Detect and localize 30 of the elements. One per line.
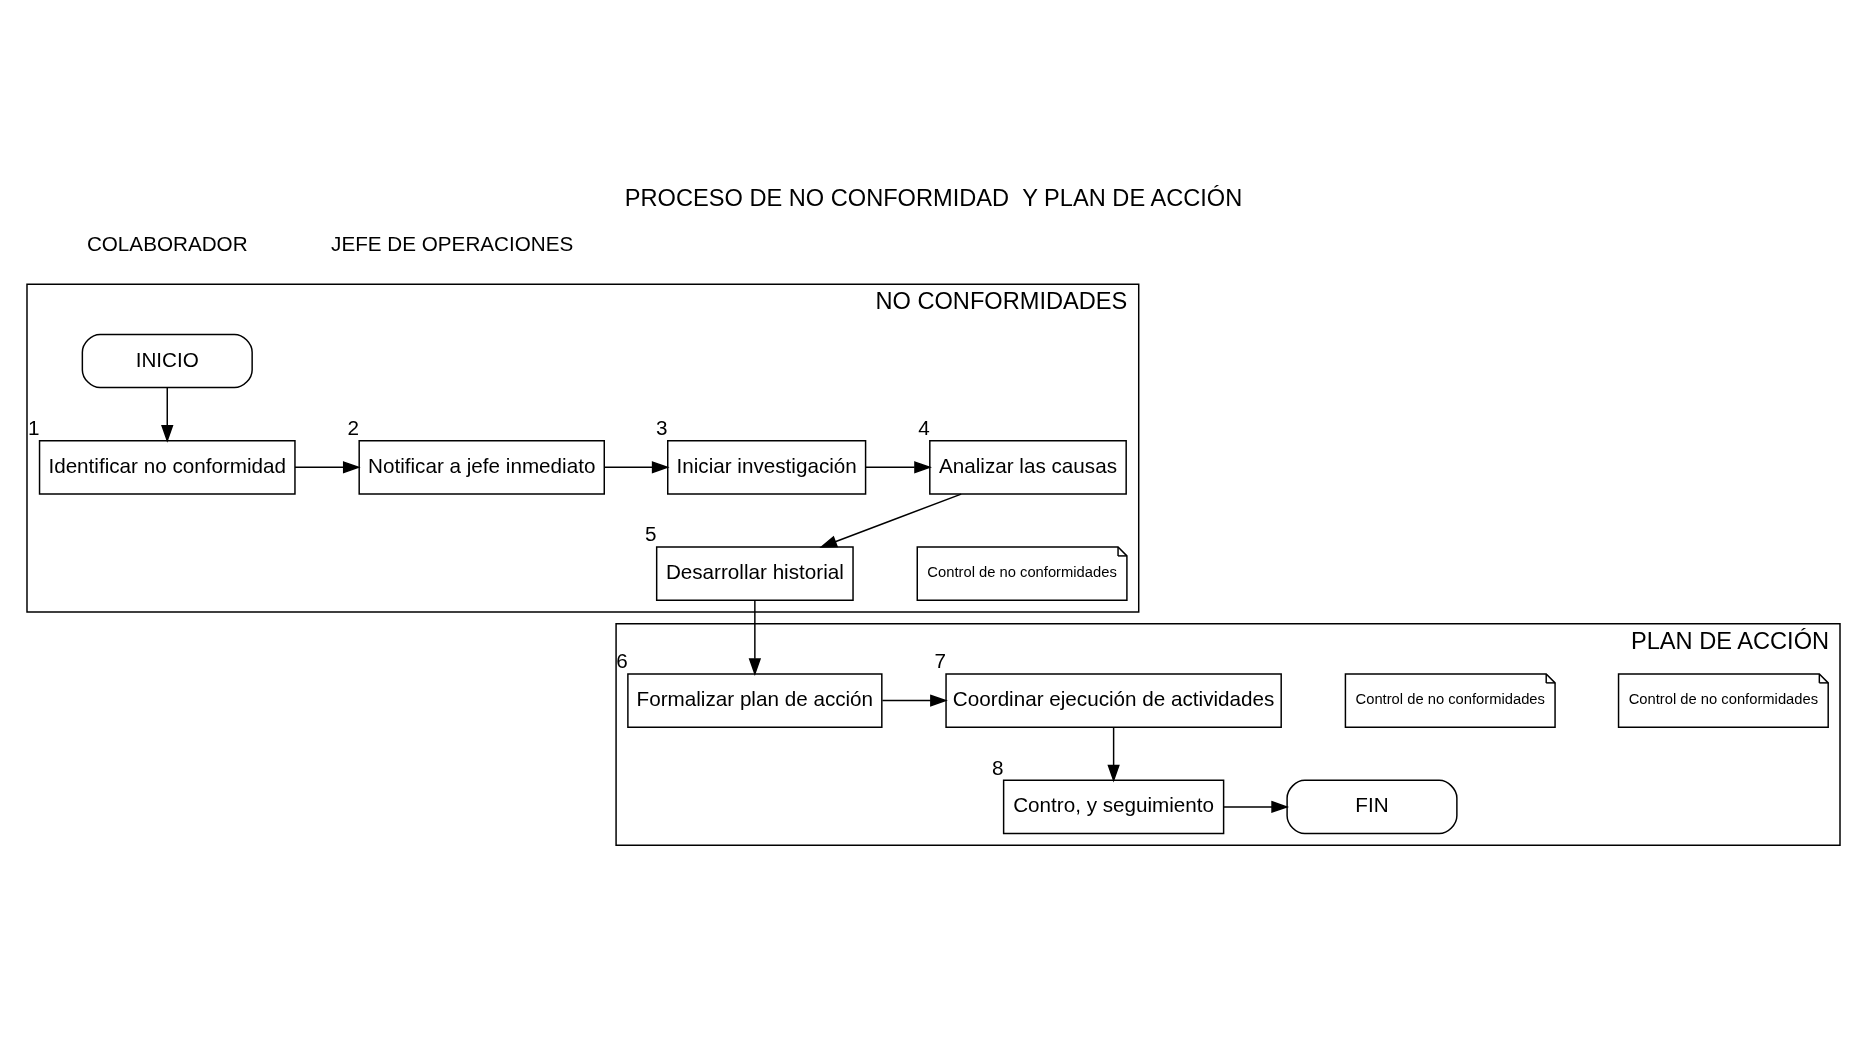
node-box: Notificar a jefe inmediato: [358, 440, 605, 495]
node-box: FIN: [1286, 779, 1458, 835]
node-label: 2: [347, 416, 360, 440]
node-label: 8: [991, 755, 1004, 779]
node-label: 1: [27, 416, 40, 440]
arrow: [864, 461, 932, 474]
node-box: Coordinar ejecución de actividades: [945, 673, 1282, 728]
node-box: Formalizar plan de acción: [627, 673, 883, 728]
node-box: INICIO: [81, 333, 253, 389]
node-label: 6: [616, 649, 628, 673]
node-label: 7: [934, 649, 946, 673]
node-label: 3: [656, 416, 668, 440]
label: COLABORADOR: [86, 232, 248, 256]
diagram-title: PROCESO DE NO CONFORMIDAD Y PLAN DE ACCIÓN: [624, 184, 1243, 211]
arrow: [161, 387, 174, 443]
node-box: Iniciar investigación: [667, 440, 867, 495]
arrow: [748, 600, 762, 677]
arrow: [294, 461, 361, 474]
node-label: 4: [918, 416, 930, 440]
node-box: Analizar las causas: [929, 440, 1127, 495]
node-label: 5: [645, 522, 657, 546]
label: JEFE DE OPERACIONES: [331, 232, 574, 256]
node-box: Identificar no conformidad: [38, 440, 296, 495]
node-box: Desarrollar historial: [655, 546, 854, 601]
arrow: [881, 694, 948, 707]
arrow: [1107, 726, 1120, 783]
arrow: [1222, 800, 1290, 814]
node-box: Contro, y seguimiento: [1002, 779, 1225, 835]
arrow: [604, 461, 670, 474]
arrow: [819, 493, 962, 548]
